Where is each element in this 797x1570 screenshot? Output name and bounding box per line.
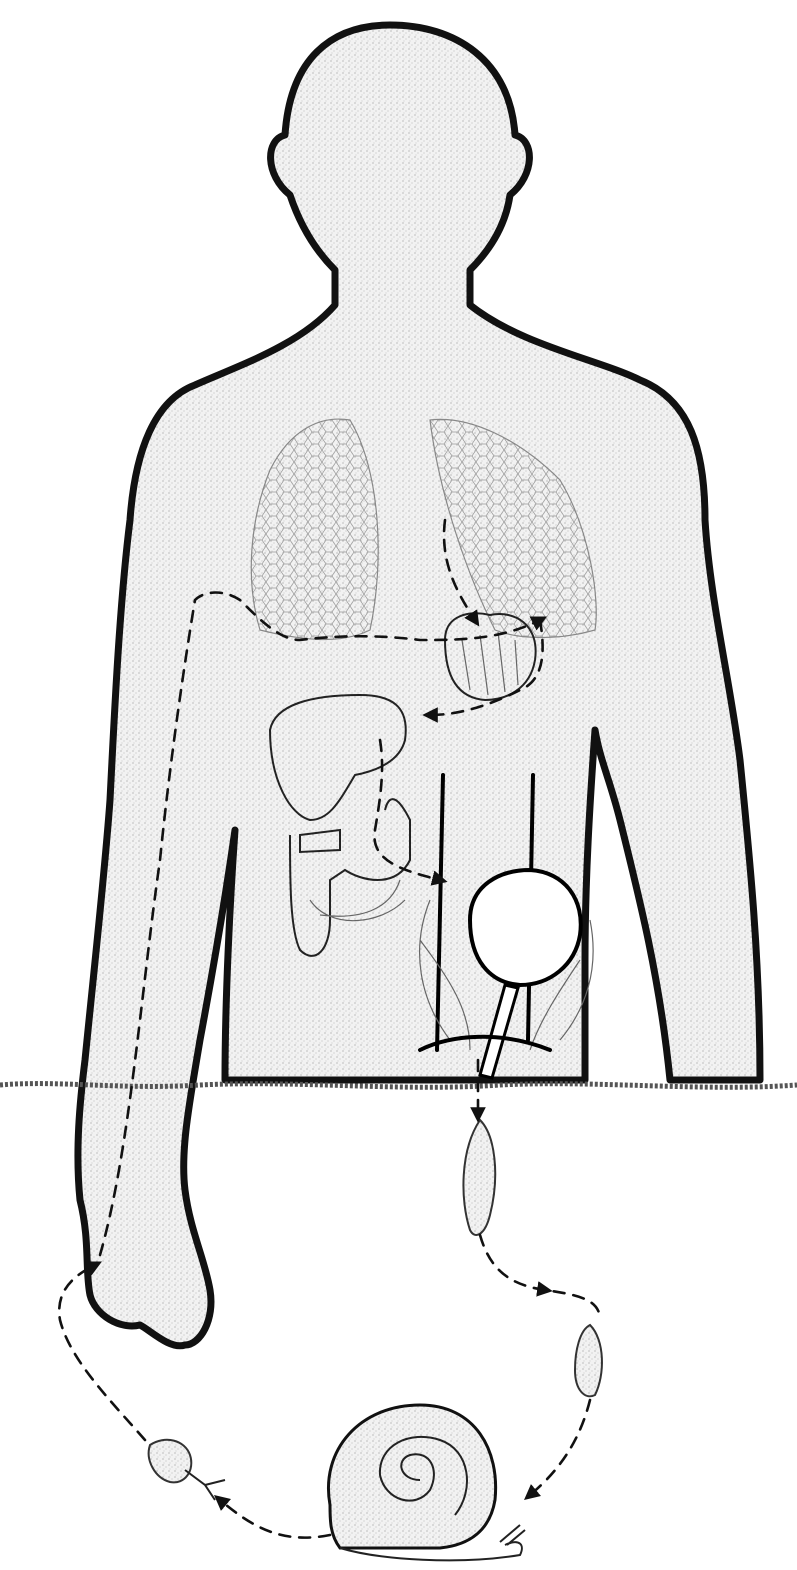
miracidium bbox=[575, 1325, 602, 1396]
cycle-path-egg-to-miracidium bbox=[480, 1235, 600, 1320]
cycle-path-miracidium-to-snail bbox=[530, 1400, 590, 1495]
cycle-path-snail-to-cercaria bbox=[220, 1500, 330, 1538]
human-body-outline bbox=[78, 25, 760, 1346]
snail bbox=[328, 1405, 525, 1560]
cercaria bbox=[149, 1440, 225, 1500]
egg bbox=[463, 1120, 495, 1235]
bladder bbox=[470, 870, 581, 985]
